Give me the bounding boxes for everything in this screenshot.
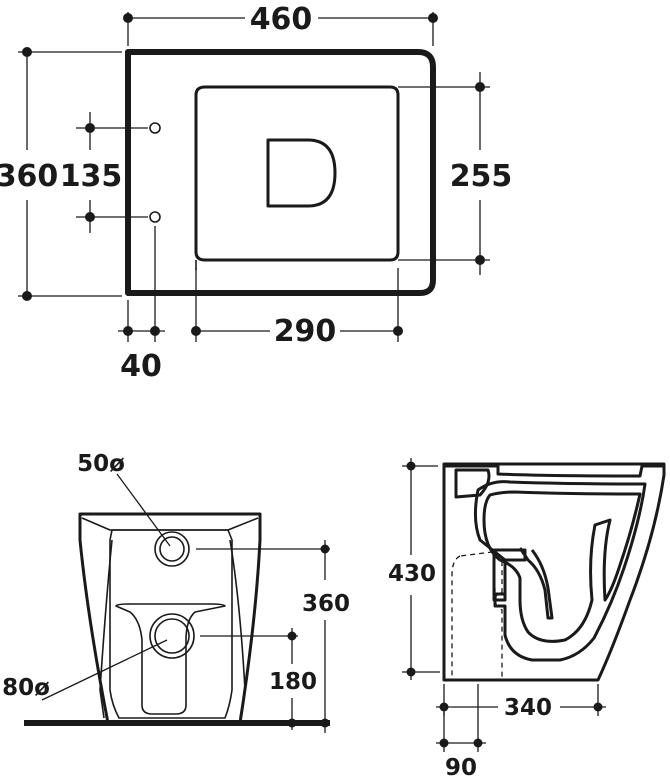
side-contour-right <box>229 539 246 719</box>
width-label: 460 <box>250 2 313 37</box>
seat-depth-label: 255 <box>450 159 513 194</box>
seat-outline <box>194 85 400 262</box>
dim-seat-255: 255 <box>398 72 512 275</box>
outlet-trap-shape <box>115 603 226 715</box>
seat-width-label: 290 <box>274 314 337 349</box>
top-outlet-dia-label: 50ø <box>77 451 125 477</box>
top-view: 460 360 135 <box>0 2 512 384</box>
trap-leg <box>518 547 554 620</box>
leader-80: 80ø <box>2 639 168 701</box>
dim-offset-90: 90 <box>436 684 486 781</box>
side-contour-left <box>99 539 113 719</box>
bowl-opening <box>266 138 337 208</box>
fixing-hole-bottom <box>149 211 161 223</box>
outlet-pipe-block <box>492 548 527 602</box>
offset-label: 40 <box>120 349 162 384</box>
front-view: 50ø 80ø 360 180 <box>2 451 350 733</box>
outlet-offset-label: 90 <box>445 755 477 781</box>
bottom-outlet-dia-label: 80ø <box>2 675 50 701</box>
back-panel <box>109 529 233 719</box>
bottom-outlet-inner <box>154 618 190 654</box>
pan-outline <box>125 49 436 296</box>
leader-50: 50ø <box>77 451 171 547</box>
depth-label: 360 <box>0 159 58 194</box>
side-view: 430 340 90 <box>388 458 666 781</box>
side-height-label: 430 <box>388 561 436 587</box>
bottom-outlet-height-label: 180 <box>269 669 317 695</box>
rim-line <box>81 517 259 531</box>
seat-back-block <box>454 468 491 499</box>
dim-seat-290: 290 <box>191 268 403 349</box>
dim-height-430: 430 <box>388 458 440 680</box>
side-depth-label: 340 <box>504 695 552 721</box>
fixing-spacing-label: 135 <box>60 159 123 194</box>
seat-top <box>444 464 664 478</box>
top-outlet-inner <box>159 536 185 562</box>
dim-width-460: 460 <box>123 2 438 46</box>
dim-offset-40: 40 <box>118 226 165 384</box>
top-outlet-outer <box>154 531 190 567</box>
dim-depth-360: 360 <box>0 47 122 301</box>
bottom-outlet-outer <box>149 613 195 659</box>
bowl-inner <box>482 490 642 643</box>
dim-outlet-height-360: 360 <box>196 540 350 733</box>
front-body-outline <box>78 512 262 725</box>
fixing-hole-top <box>149 122 161 134</box>
dim-depth-340: 340 <box>436 684 606 721</box>
dim-fixing-135: 135 <box>60 112 148 233</box>
dim-outlet-height-180: 180 <box>200 628 317 730</box>
hidden-connector <box>451 551 503 681</box>
top-outlet-height-label: 360 <box>302 591 350 617</box>
side-body-outline <box>442 462 666 682</box>
